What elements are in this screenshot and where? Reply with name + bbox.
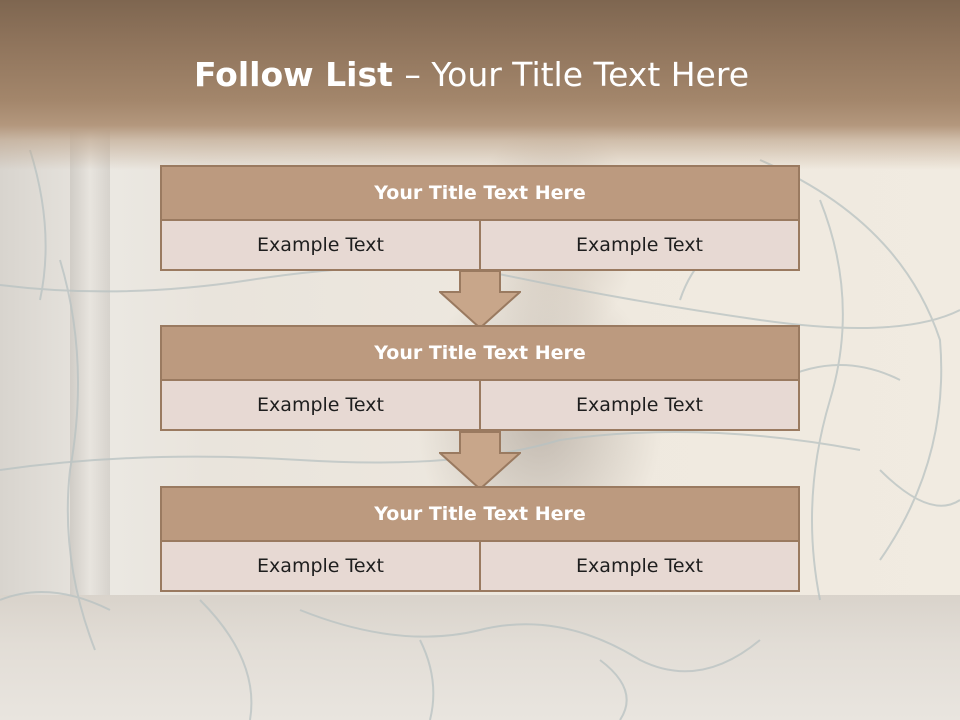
slide-title: Follow List – Your Title Text Here xyxy=(0,53,943,97)
stage-cell-left: Example Text xyxy=(257,234,384,256)
title-rest: – Your Title Text Here xyxy=(404,55,750,94)
stage-row: Example Text Example Text xyxy=(160,221,800,271)
title-band xyxy=(0,0,960,170)
stage-3: Your Title Text Here Example Text Exampl… xyxy=(160,486,800,592)
stage-row: Example Text Example Text xyxy=(160,542,800,592)
stage-title: Your Title Text Here xyxy=(160,325,800,381)
down-arrow-icon xyxy=(439,270,521,330)
stage-title: Your Title Text Here xyxy=(160,165,800,221)
stage-title: Your Title Text Here xyxy=(160,486,800,542)
stage-row: Example Text Example Text xyxy=(160,381,800,431)
background-floor xyxy=(0,595,960,720)
title-bold: Follow List xyxy=(193,55,405,94)
stage-2: Your Title Text Here Example Text Exampl… xyxy=(160,325,800,431)
stage-1: Your Title Text Here Example Text Exampl… xyxy=(160,165,800,271)
down-arrow-icon xyxy=(439,431,521,491)
background-pillar xyxy=(70,130,110,650)
stage-cell-left: Example Text xyxy=(257,555,384,577)
stage-cell-left: Example Text xyxy=(257,394,384,416)
stage-cell-right: Example Text xyxy=(479,381,798,429)
stage-cell-right: Example Text xyxy=(479,221,798,269)
stage-cell-right: Example Text xyxy=(479,542,798,590)
